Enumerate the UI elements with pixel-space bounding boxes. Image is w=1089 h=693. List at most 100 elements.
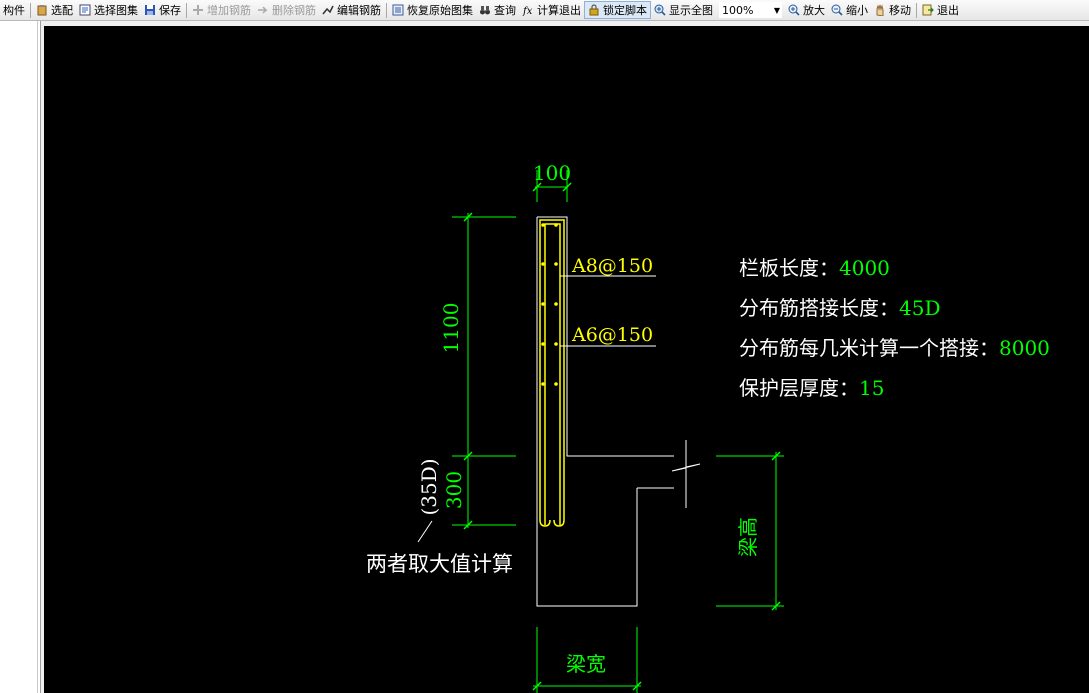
info-cover-value: 15 — [859, 376, 884, 400]
canvas-frame — [41, 21, 1089, 26]
rebar-dot — [541, 262, 545, 266]
dim-tick — [463, 451, 473, 461]
rebar-dot — [541, 342, 545, 346]
zoom-in-button[interactable]: 放大 — [785, 1, 828, 19]
drawing-canvas[interactable]: 100 1100 300 (35D) 梁高 梁宽 A8@150 A6@150 两… — [44, 26, 1089, 693]
hand-icon — [876, 4, 884, 16]
show-all-label: 显示全图 — [669, 4, 713, 17]
dim-tick — [463, 212, 473, 222]
show-all-button[interactable]: 显示全图 — [651, 1, 716, 19]
edit-rebar-button[interactable]: 编辑钢筋 — [319, 1, 384, 19]
restore-icon — [392, 4, 404, 16]
note-text: 两者取大值计算 — [366, 552, 513, 576]
break-line — [671, 440, 701, 508]
dim-1100-text: 1100 — [439, 303, 463, 354]
dim-tick — [463, 520, 473, 530]
save-icon — [145, 5, 155, 15]
toolbar: 构件 选配 选择图集 保存 增加钢筋 删除钢筋 编辑钢筋 恢复原始图集 查询 f… — [0, 0, 1089, 21]
info-length-value: 4000 — [839, 256, 890, 280]
rebar-dot — [541, 302, 545, 306]
move-label: 移动 — [889, 4, 911, 17]
zoom-out-button[interactable]: 缩小 — [828, 1, 871, 19]
canvas-frame-left — [41, 21, 44, 693]
dim-tick — [632, 681, 642, 691]
choose-atlas-button[interactable]: 选择图集 — [76, 1, 141, 19]
add-rebar-button[interactable]: 增加钢筋 — [189, 1, 254, 19]
dimension-lines — [452, 170, 784, 693]
dim-35d-text: (35D) — [417, 458, 441, 515]
move-button[interactable]: 移动 — [871, 1, 914, 19]
leader-lines — [417, 275, 656, 543]
dim-tick — [771, 601, 781, 611]
exit-button[interactable]: 退出 — [919, 1, 962, 19]
toolbar-separator — [30, 2, 31, 18]
rebar-dots — [541, 223, 558, 386]
atlas-icon — [79, 4, 91, 16]
info-every-value: 8000 — [999, 336, 1050, 360]
dim-300-text: 300 — [442, 471, 466, 509]
rebar-dot — [554, 382, 558, 386]
dim-tick — [771, 451, 781, 461]
info-lap-value: 45D — [899, 296, 940, 320]
save-button[interactable]: 保存 — [141, 1, 184, 19]
query-button[interactable]: 查询 — [476, 1, 519, 19]
zoom-out-label: 缩小 — [846, 4, 868, 17]
dim-tick — [562, 182, 572, 192]
panel-divider — [37, 21, 38, 693]
binoculars-icon — [480, 6, 490, 15]
add-rebar-icon — [193, 5, 203, 15]
clipboard-icon — [37, 5, 47, 16]
info-length: 栏板长度：4000 — [739, 256, 890, 280]
beam-width-text: 梁宽 — [566, 652, 606, 676]
info-cover: 保护层厚度：15 — [739, 376, 884, 400]
zoom-extents-icon — [654, 4, 666, 16]
dim-top-text: 100 — [533, 161, 571, 185]
add-rebar-label: 增加钢筋 — [207, 4, 251, 17]
zoom-in-icon — [788, 4, 800, 16]
dim-tick — [532, 681, 542, 691]
calc-exit-label: 计算退出 — [537, 4, 581, 17]
hook-left — [539, 519, 551, 527]
rebar-dot — [554, 223, 558, 227]
rebar-a6-label: A6@150 — [571, 324, 653, 346]
rebar-dot — [554, 262, 558, 266]
info-lap-label: 分布筋搭接长度： — [739, 296, 899, 320]
edit-rebar-label: 编辑钢筋 — [337, 4, 381, 17]
edit-rebar-icon — [322, 5, 334, 15]
delete-rebar-icon — [258, 6, 268, 14]
structure-outline — [536, 216, 701, 607]
rebar-dot — [554, 342, 558, 346]
exit-icon — [922, 4, 934, 16]
hook-right — [553, 519, 565, 527]
toolbar-separator — [186, 2, 187, 18]
exit-label: 退出 — [937, 4, 959, 17]
leader-note — [417, 520, 433, 543]
zoom-select[interactable]: 100% ▼ — [719, 2, 782, 18]
delete-rebar-label: 删除钢筋 — [272, 4, 316, 17]
drawing-svg: 100 1100 300 (35D) 梁高 梁宽 A8@150 A6@150 两… — [366, 161, 1050, 693]
svg-text:fx: fx — [522, 6, 533, 16]
component-label: 构件 — [3, 4, 25, 17]
rebar-group — [539, 219, 565, 527]
left-panel — [0, 21, 41, 693]
rebar-dot — [541, 382, 545, 386]
calc-exit-button[interactable]: fx 计算退出 — [519, 1, 584, 19]
delete-rebar-button[interactable]: 删除钢筋 — [254, 1, 319, 19]
beam-height-text: 梁高 — [736, 517, 760, 557]
zoom-in-label: 放大 — [803, 4, 825, 17]
restore-atlas-label: 恢复原始图集 — [407, 4, 473, 17]
info-cover-label: 保护层厚度： — [739, 376, 859, 400]
beam-outline — [536, 217, 674, 607]
function-icon: fx — [522, 6, 533, 16]
rebar-dot — [554, 302, 558, 306]
lock-script-label: 锁定脚本 — [603, 4, 647, 17]
info-every: 分布筋每几米计算一个搭接：8000 — [739, 336, 1050, 360]
rebar-dot — [541, 223, 545, 227]
select-config-button[interactable]: 选配 — [33, 1, 76, 19]
toolbar-separator — [916, 2, 917, 18]
restore-atlas-button[interactable]: 恢复原始图集 — [389, 1, 476, 19]
choose-atlas-label: 选择图集 — [94, 4, 138, 17]
lock-script-button[interactable]: 锁定脚本 — [584, 1, 651, 19]
component-button[interactable]: 构件 — [0, 1, 28, 19]
select-config-label: 选配 — [51, 4, 73, 17]
